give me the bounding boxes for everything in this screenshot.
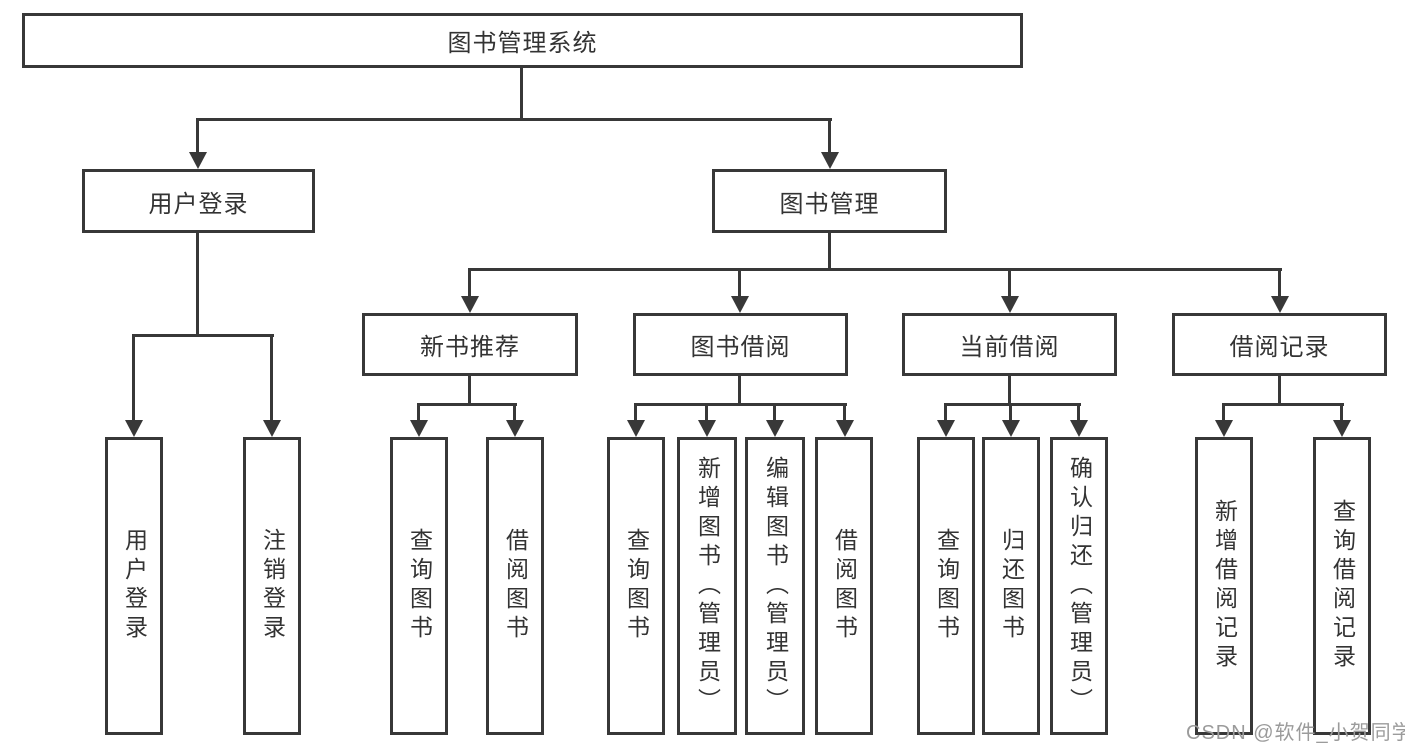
arrow-down-icon	[821, 152, 839, 169]
leaf-borrowing-add-books-admin: 新增图书（管理员）	[677, 437, 737, 735]
arrow-shaft	[196, 120, 199, 154]
connector-stem	[468, 376, 471, 405]
node-new-book-recommend: 新书推荐	[362, 313, 578, 376]
arrow-down-icon	[1070, 420, 1088, 437]
leaf-user-login: 用户登录	[105, 437, 163, 735]
arrow-shaft	[417, 405, 420, 422]
arrow-down-icon	[937, 420, 955, 437]
node-book-borrowing: 图书借阅	[633, 313, 848, 376]
arrow-down-icon	[698, 420, 716, 437]
connector-stem	[196, 233, 199, 336]
arrow-down-icon	[1002, 420, 1020, 437]
connector-bar	[196, 118, 832, 121]
arrow-down-icon	[1271, 296, 1289, 313]
arrow-down-icon	[125, 420, 143, 437]
csdn-watermark: CSDN @软件_小贺同学	[1186, 722, 1405, 744]
arrow-shaft	[1222, 405, 1225, 422]
arrow-shaft	[828, 120, 831, 154]
arrow-down-icon	[1215, 420, 1233, 437]
arrow-shaft	[1340, 405, 1343, 422]
arrow-shaft	[1077, 405, 1080, 422]
connector-stem	[828, 233, 831, 270]
arrow-down-icon	[836, 420, 854, 437]
connector-bar	[132, 334, 274, 337]
leaf-current-query-books: 查询图书	[917, 437, 975, 735]
arrow-shaft	[468, 270, 471, 298]
leaf-borrowing-borrow-books: 借阅图书	[815, 437, 873, 735]
node-borrow-records: 借阅记录	[1172, 313, 1387, 376]
arrow-down-icon	[731, 296, 749, 313]
arrow-shaft	[705, 405, 708, 422]
arrow-shaft	[270, 336, 273, 422]
arrow-shaft	[944, 405, 947, 422]
arrow-shaft	[132, 336, 135, 422]
leaf-current-return-books: 归还图书	[982, 437, 1040, 735]
arrow-shaft	[1009, 405, 1012, 422]
connector-stem	[1008, 376, 1011, 405]
leaf-current-confirm-return-admin: 确认归还（管理员）	[1050, 437, 1108, 735]
connector-stem	[520, 68, 523, 120]
leaf-records-query-record: 查询借阅记录	[1313, 437, 1371, 735]
node-user-login: 用户登录	[82, 169, 315, 233]
connector-bar	[417, 403, 517, 406]
arrow-down-icon	[410, 420, 428, 437]
connector-stem	[738, 376, 741, 405]
arrow-down-icon	[506, 420, 524, 437]
arrow-shaft	[773, 405, 776, 422]
leaf-recommend-query-books: 查询图书	[390, 437, 448, 735]
connector-bar	[1222, 403, 1344, 406]
node-book-management: 图书管理	[712, 169, 947, 233]
arrow-down-icon	[189, 152, 207, 169]
arrow-shaft	[738, 270, 741, 298]
leaf-borrowing-query-books: 查询图书	[607, 437, 665, 735]
leaf-records-add-record: 新增借阅记录	[1195, 437, 1253, 735]
node-current-borrowing: 当前借阅	[902, 313, 1117, 376]
arrow-shaft	[1278, 270, 1281, 298]
arrow-shaft	[513, 405, 516, 422]
arrow-down-icon	[627, 420, 645, 437]
connector-bar	[634, 403, 847, 406]
arrow-shaft	[634, 405, 637, 422]
arrow-down-icon	[766, 420, 784, 437]
arrow-down-icon	[263, 420, 281, 437]
connector-stem	[1278, 376, 1281, 405]
arrow-down-icon	[1333, 420, 1351, 437]
node-library-management-system: 图书管理系统	[22, 13, 1023, 68]
leaf-logout: 注销登录	[243, 437, 301, 735]
connector-bar	[944, 403, 1081, 406]
leaf-recommend-borrow-books: 借阅图书	[486, 437, 544, 735]
connector-bar	[468, 268, 1282, 271]
arrow-shaft	[1008, 270, 1011, 298]
arrow-down-icon	[1001, 296, 1019, 313]
arrow-down-icon	[461, 296, 479, 313]
arrow-shaft	[843, 405, 846, 422]
leaf-borrowing-edit-books-admin: 编辑图书（管理员）	[745, 437, 805, 735]
